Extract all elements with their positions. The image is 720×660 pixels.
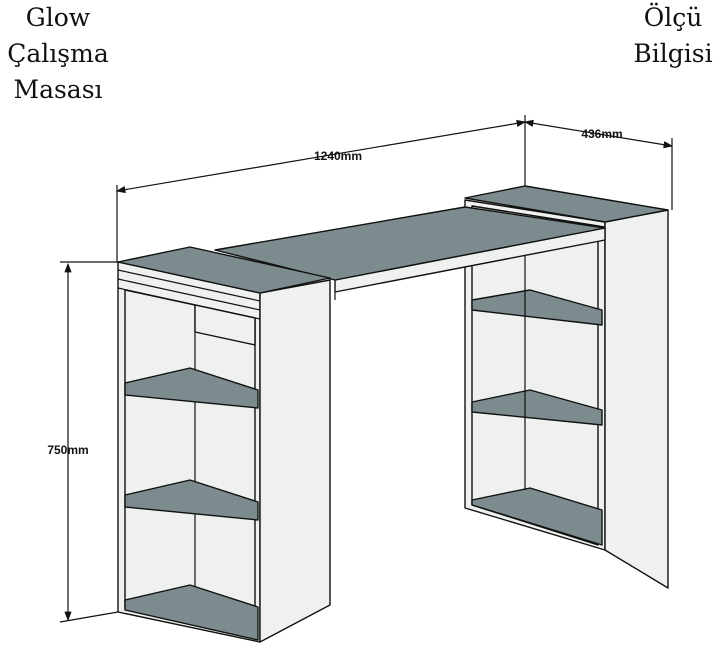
product-title: Glow Çalışma Masası bbox=[2, 0, 114, 108]
depth-label: 436mm bbox=[581, 127, 622, 141]
dimension-info-title: Ölçü Bilgisi bbox=[628, 0, 718, 72]
height-dimension: 750mm bbox=[47, 261, 119, 623]
width-label: 1240mm bbox=[314, 149, 362, 163]
height-label: 750mm bbox=[47, 443, 88, 457]
depth-dimension: 436mm bbox=[523, 119, 674, 210]
width-dimension: 1240mm bbox=[115, 115, 527, 262]
left-bookcase bbox=[117, 246, 331, 643]
title-line: Glow bbox=[25, 3, 91, 32]
right-bookcase bbox=[464, 185, 669, 589]
title-line: Çalışma bbox=[7, 39, 109, 68]
title-line: Ölçü bbox=[643, 3, 703, 32]
title-line: Bilgisi bbox=[633, 39, 713, 68]
title-line: Masası bbox=[13, 75, 103, 104]
